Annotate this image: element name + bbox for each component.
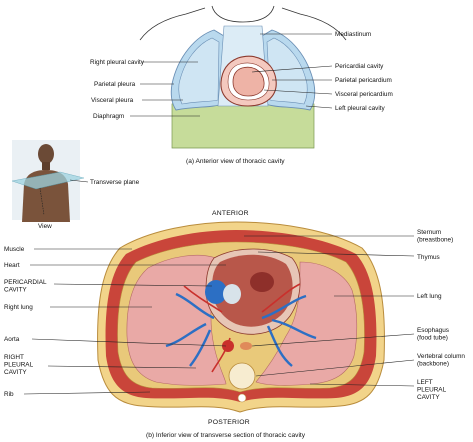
arteries (183, 283, 301, 373)
label-posterior: POSTERIOR (208, 419, 250, 426)
label-left-lung: Left lung (417, 293, 442, 300)
body-inset: Transverse plane View (11, 140, 140, 230)
label-pericardial-cavity: Pericardial cavity (335, 63, 384, 70)
label-sternum: Sternum (breastbone) (417, 229, 453, 244)
right-lung-inner (178, 37, 220, 105)
label-right-pleural-cavity: Right pleural cavity (90, 59, 145, 66)
panel-a-anterior-view: Right pleural cavity Parietal pleura Vis… (90, 5, 393, 165)
label-transverse-plane: Transverse plane (90, 179, 140, 186)
vessels-right (165, 292, 215, 367)
label-thymus: Thymus (417, 254, 440, 261)
visceral-pericardium (232, 66, 265, 97)
label-visceral-pleura: Visceral pleura (91, 97, 134, 104)
label-left-pleural-cavity: Left pleural cavity (335, 105, 386, 112)
panel-b-transverse-section: ANTERIOR Muscle Heart (4, 210, 467, 439)
label-diaphragm: Diaphragm (93, 113, 124, 120)
inset-head (38, 144, 54, 164)
inset-transverse-plane (11, 171, 85, 190)
heart-chamber-red (250, 272, 274, 292)
label-left-pleural-cavity-b: LEFT PLEURAL CAVITY (417, 379, 448, 401)
label-rib: Rib (4, 391, 14, 398)
label-heart: Heart (4, 262, 20, 269)
label-muscle: Muscle (4, 246, 25, 253)
label-view: View (38, 223, 52, 230)
heart-chamber-light (223, 284, 241, 304)
label-vertebral-column: Vertebral column (backbone) (417, 353, 467, 368)
label-pericardial-cavity-b: PERICARDIAL CAVITY (4, 279, 48, 294)
panel-b-caption: (b) Inferior view of transverse section … (146, 432, 306, 439)
torso-outline (139, 7, 347, 41)
vessels-left (261, 294, 317, 367)
label-aorta: Aorta (4, 336, 20, 343)
label-visceral-pericardium: Visceral pericardium (335, 91, 393, 98)
inset-neck (42, 162, 50, 170)
label-mediastinum: Mediastinum (335, 31, 371, 38)
heart (212, 254, 293, 327)
label-parietal-pericardium: Parietal pericardium (335, 77, 392, 84)
label-right-pleural-cavity-b: RIGHT PLEURAL CAVITY (4, 354, 35, 376)
left-lung-inner (266, 37, 308, 105)
esophagus (240, 342, 252, 350)
label-parietal-pleura: Parietal pleura (94, 81, 136, 88)
vertebral-body (228, 362, 256, 390)
spinal-canal (237, 393, 247, 403)
neck-outline (211, 5, 275, 23)
label-esophagus: Esophagus (food tube) (417, 327, 451, 342)
label-right-lung: Right lung (4, 304, 33, 311)
panel-a-caption: (a) Anterior view of thoracic cavity (186, 158, 285, 165)
label-anterior: ANTERIOR (212, 210, 249, 217)
